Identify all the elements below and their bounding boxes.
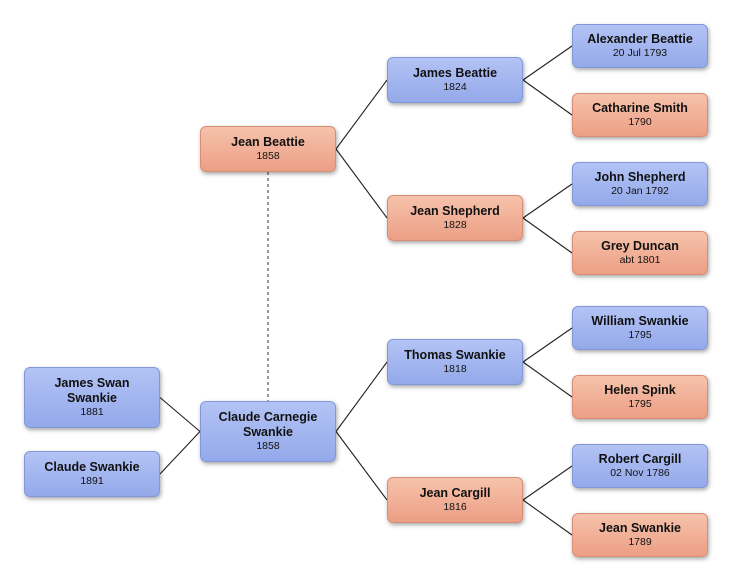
person-date: 1816 <box>443 501 467 513</box>
person-jean-beattie[interactable]: Jean Beattie 1858 <box>200 126 336 172</box>
person-date: 1789 <box>628 536 652 548</box>
parent-link-5 <box>522 217 573 254</box>
person-name: Helen Spink <box>604 383 676 397</box>
parent-link-13 <box>159 431 201 475</box>
person-name: Jean Beattie <box>231 135 305 149</box>
parent-link-3 <box>522 79 573 116</box>
person-name: James Swan Swankie <box>54 376 130 405</box>
person-name: Grey Duncan <box>601 239 679 253</box>
person-name: Jean Cargill <box>419 486 491 500</box>
person-name: James Beattie <box>412 66 498 80</box>
parent-link-9 <box>522 361 573 398</box>
person-name: John Shepherd <box>594 170 686 184</box>
person-claude-swankie[interactable]: Claude Swankie 1891 <box>24 451 160 497</box>
parent-link-12 <box>159 397 201 432</box>
person-alexander-beattie[interactable]: Alexander Beattie 20 Jul 1793 <box>572 24 708 68</box>
person-name: Alexander Beattie <box>587 32 693 46</box>
parent-link-1 <box>335 148 388 219</box>
person-date: 1891 <box>80 475 104 487</box>
person-date: 1790 <box>628 116 652 128</box>
parent-link-6 <box>335 361 388 432</box>
person-thomas-swankie[interactable]: Thomas Swankie 1818 <box>387 339 523 385</box>
person-name: Thomas Swankie <box>404 348 506 362</box>
parent-link-8 <box>522 327 573 363</box>
person-date: 20 Jan 1792 <box>611 185 669 197</box>
parent-link-11 <box>522 499 573 536</box>
person-james-swan-swankie[interactable]: James Swan Swankie 1881 <box>24 367 160 428</box>
person-date: 1828 <box>443 219 467 231</box>
person-grey-duncan[interactable]: Grey Duncan abt 1801 <box>572 231 708 275</box>
parent-link-7 <box>335 431 388 501</box>
person-name: William Swankie <box>591 314 689 328</box>
person-catharine-smith[interactable]: Catharine Smith 1790 <box>572 93 708 137</box>
person-name: Claude Swankie <box>44 460 140 474</box>
parent-link-2 <box>522 45 573 81</box>
person-claude-carnegie-swankie[interactable]: Claude Carnegie Swankie 1858 <box>200 401 336 462</box>
parent-link-0 <box>335 79 388 150</box>
person-jean-cargill[interactable]: Jean Cargill 1816 <box>387 477 523 523</box>
parent-link-4 <box>522 183 573 219</box>
person-jean-shepherd[interactable]: Jean Shepherd 1828 <box>387 195 523 241</box>
person-helen-spink[interactable]: Helen Spink 1795 <box>572 375 708 419</box>
person-date: 02 Nov 1786 <box>610 467 670 479</box>
person-name: Jean Shepherd <box>410 204 500 218</box>
person-date: 1881 <box>80 406 104 418</box>
person-date: 20 Jul 1793 <box>612 47 668 59</box>
person-john-shepherd[interactable]: John Shepherd 20 Jan 1792 <box>572 162 708 206</box>
person-date: 1795 <box>628 329 652 341</box>
person-date: 1824 <box>443 81 467 93</box>
person-name: Jean Swankie <box>599 521 681 535</box>
person-date: 1858 <box>256 440 280 452</box>
person-jean-swankie[interactable]: Jean Swankie 1789 <box>572 513 708 557</box>
person-date: abt 1801 <box>619 254 661 266</box>
person-name: Claude Carnegie Swankie <box>218 410 318 439</box>
person-william-swankie[interactable]: William Swankie 1795 <box>572 306 708 350</box>
person-james-beattie[interactable]: James Beattie 1824 <box>387 57 523 103</box>
parent-link-10 <box>522 465 573 501</box>
person-date: 1795 <box>628 398 652 410</box>
person-name: Robert Cargill <box>598 452 682 466</box>
person-name: Catharine Smith <box>592 101 688 115</box>
person-date: 1818 <box>443 363 467 375</box>
person-robert-cargill[interactable]: Robert Cargill 02 Nov 1786 <box>572 444 708 488</box>
person-date: 1858 <box>256 150 280 162</box>
